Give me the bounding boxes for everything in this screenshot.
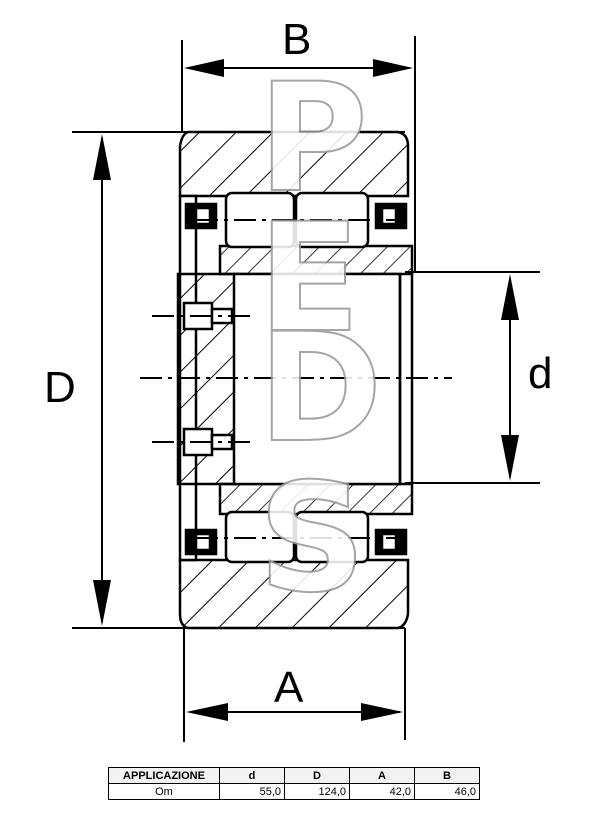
svg-text:P: P [258,52,368,226]
header-A: A [349,767,415,784]
header-B: B [414,767,480,784]
table-row: Om 55,0 124,0 42,0 46,0 [108,783,480,800]
header-D: D [284,767,350,784]
cell-B: 46,0 [414,783,480,800]
cell-d: 55,0 [219,783,285,800]
dimension-label-A: A [274,663,304,712]
header-applicazione: APPLICAZIONE [108,767,220,784]
dimension-label-d: d [528,349,552,398]
svg-text:S: S [258,452,366,626]
svg-text:D: D [258,302,383,476]
dimension-label-B: B [282,15,311,64]
svg-text:E: E [258,192,360,366]
cell-A: 42,0 [349,783,415,800]
dimension-label-D: D [44,363,76,412]
watermark: P E D S [257,51,384,627]
center-lines [140,219,452,539]
table-header-row: APPLICAZIONE d D A B [108,767,480,784]
cell-applicazione: Om [108,783,220,800]
cell-D: 124,0 [284,783,350,800]
dimension-arrowheads [93,59,519,721]
header-d: d [219,767,285,784]
specification-table: APPLICAZIONE d D A B Om 55,0 124,0 42,0 … [108,767,480,800]
bearing-cross-section-drawing: P E D S B D d A [44,15,552,742]
